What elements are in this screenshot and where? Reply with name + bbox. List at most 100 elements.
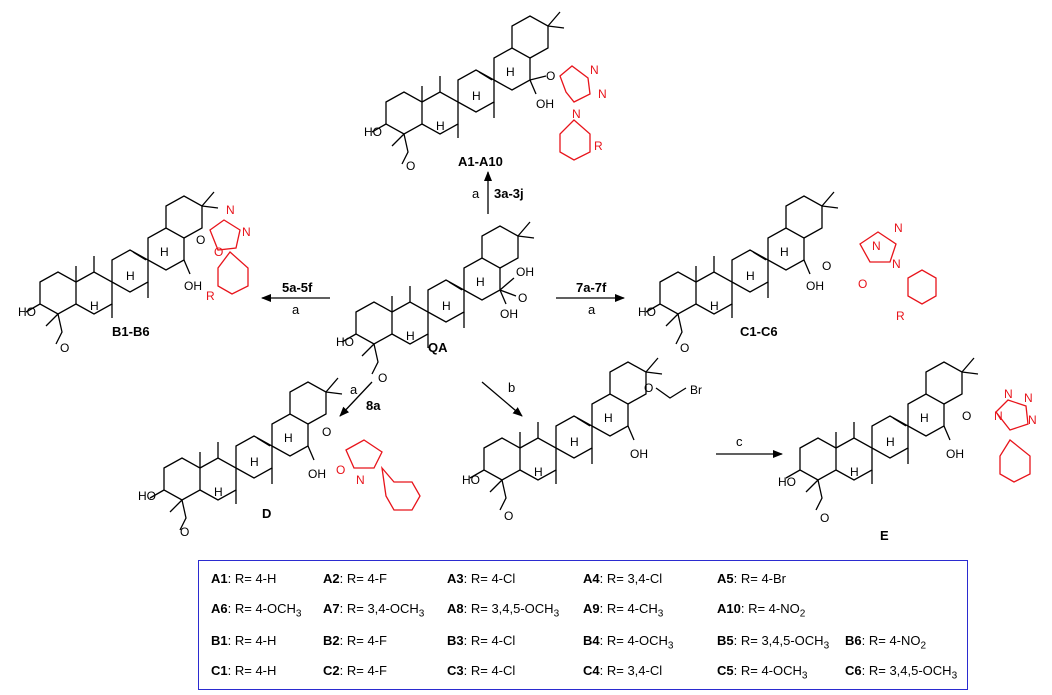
legend-compound-id: A7: [323, 601, 340, 616]
e-structure: HO O OH O N N N N: [778, 357, 1037, 525]
svg-text:O: O: [180, 525, 189, 539]
legend-substituent: : R= 3,4-Cl: [599, 663, 663, 678]
legend-substituent: : R= 4-Cl: [463, 633, 516, 648]
legend-entry: B1: R= 4-H: [211, 633, 276, 648]
svg-text:b: b: [508, 380, 515, 395]
legend-entry: A8: R= 3,4,5-OCH3: [447, 601, 559, 620]
legend-compound-id: C3: [447, 663, 464, 678]
legend-substituent: : R= 4-H: [227, 663, 277, 678]
svg-text:O: O: [60, 341, 69, 355]
legend-subscript: 2: [799, 608, 806, 620]
legend-subscript: 3: [801, 670, 808, 682]
legend-compound-id: B2: [323, 633, 340, 648]
legend-compound-id: B6: [845, 633, 862, 648]
legend-compound-id: B1: [211, 633, 228, 648]
legend-entry: B2: R= 4-F: [323, 633, 387, 648]
legend-entry: A4: R= 3,4-Cl: [583, 571, 662, 586]
svg-text:N: N: [590, 63, 599, 77]
legend-subscript: 2: [920, 640, 927, 652]
svg-text:OH: OH: [536, 97, 554, 111]
label-qa: QA: [428, 340, 448, 355]
legend-entry: A7: R= 3,4-OCH3: [323, 601, 424, 620]
svg-text:HO: HO: [638, 305, 656, 319]
legend-substituent: : R= 3,4,5-OCH: [861, 663, 952, 678]
legend-compound-id: A6: [211, 601, 228, 616]
svg-text:N: N: [226, 203, 235, 217]
legend-compound-id: A10: [717, 601, 741, 616]
legend-compound-id: B4: [583, 633, 600, 648]
svg-text:OH: OH: [308, 467, 326, 481]
svg-text:OH: OH: [806, 279, 824, 293]
svg-text:N: N: [994, 409, 1003, 423]
svg-text:O: O: [644, 381, 653, 395]
legend-subscript: 3: [295, 608, 302, 620]
svg-text:8a: 8a: [366, 398, 381, 413]
svg-text:N: N: [894, 221, 903, 235]
legend-substituent: : R= 4-Br: [733, 571, 786, 586]
legend-entry: C1: R= 4-H: [211, 663, 276, 678]
legend-subscript: 3: [418, 608, 425, 620]
legend-entry: C2: R= 4-F: [323, 663, 387, 678]
arrow-to-c: 7a-7f a: [556, 280, 625, 317]
label-d: D: [262, 506, 271, 521]
legend-compound-id: A5: [717, 571, 734, 586]
b-structure: HO O OH O N N O R: [18, 191, 251, 355]
svg-text:OH: OH: [184, 279, 202, 293]
svg-text:N: N: [1004, 387, 1013, 401]
legend-compound-id: C2: [323, 663, 340, 678]
svg-text:OH: OH: [946, 447, 964, 461]
qa-ho: HO: [336, 335, 354, 349]
legend-subscript: 3: [657, 608, 664, 620]
legend-substituent: : R= 4-F: [339, 571, 387, 586]
svg-text:7a-7f: 7a-7f: [576, 280, 607, 295]
legend-entry: B5: R= 3,4,5-OCH3: [717, 633, 829, 652]
legend-substituent: : R= 4-OCH: [227, 601, 296, 616]
qa-acid-o: O: [518, 291, 527, 305]
svg-text:HO: HO: [778, 475, 796, 489]
svg-text:O: O: [822, 259, 831, 273]
c-structure: HO O OH O N N N O R: [638, 191, 937, 355]
svg-text:HO: HO: [462, 473, 480, 487]
legend-entry: B6: R= 4-NO2: [845, 633, 926, 652]
legend-substituent: : R= 4-F: [339, 633, 387, 648]
legend-substituent: : R= 3,4-Cl: [599, 571, 663, 586]
svg-text:5a-5f: 5a-5f: [282, 280, 313, 295]
legend-entry: A6: R= 4-OCH3: [211, 601, 301, 620]
legend-entry: C4: R= 3,4-Cl: [583, 663, 662, 678]
svg-text:N: N: [1024, 391, 1033, 405]
svg-text:O: O: [336, 463, 345, 477]
legend-entry: A2: R= 4-F: [323, 571, 387, 586]
qa-oh16: OH: [500, 307, 518, 321]
svg-text:a: a: [588, 302, 596, 317]
legend-substituent: : R= 4-OCH: [733, 663, 802, 678]
svg-text:3a-3j: 3a-3j: [494, 186, 524, 201]
svg-text:HO: HO: [18, 305, 36, 319]
arrow-to-b: 5a-5f a: [261, 280, 330, 317]
svg-text:O: O: [406, 159, 415, 173]
legend-substituent: : R= 3,4,5-OCH: [733, 633, 824, 648]
legend-entry: C6: R= 3,4,5-OCH3: [845, 663, 957, 682]
svg-text:O: O: [322, 425, 331, 439]
legend-substituent: : R= 4-Cl: [463, 663, 516, 678]
legend-substituent: : R= 3,4-OCH: [339, 601, 419, 616]
legend-row: C1: R= 4-H C2: R= 4-F C3: R= 4-Cl C4: R= 3,…: [199, 663, 967, 685]
svg-text:R: R: [896, 309, 905, 323]
legend-substituent: : R= 4-NO: [740, 601, 800, 616]
svg-text:O: O: [196, 233, 205, 247]
svg-text:N: N: [892, 257, 901, 271]
label-b: B1-B6: [112, 324, 150, 339]
legend-subscript: 3: [667, 640, 674, 652]
svg-text:a: a: [350, 382, 358, 397]
svg-text:N: N: [1028, 413, 1037, 427]
legend-entry: A3: R= 4-Cl: [447, 571, 515, 586]
qa-o: O: [378, 371, 387, 385]
svg-text:N: N: [242, 225, 251, 239]
bromo-intermediate-structure: HO O OH O Br: [462, 357, 702, 523]
legend-substituent: : R= 3,4,5-OCH: [463, 601, 554, 616]
svg-text:O: O: [546, 69, 555, 83]
legend-entry: B3: R= 4-Cl: [447, 633, 515, 648]
svg-text:c: c: [736, 434, 743, 449]
